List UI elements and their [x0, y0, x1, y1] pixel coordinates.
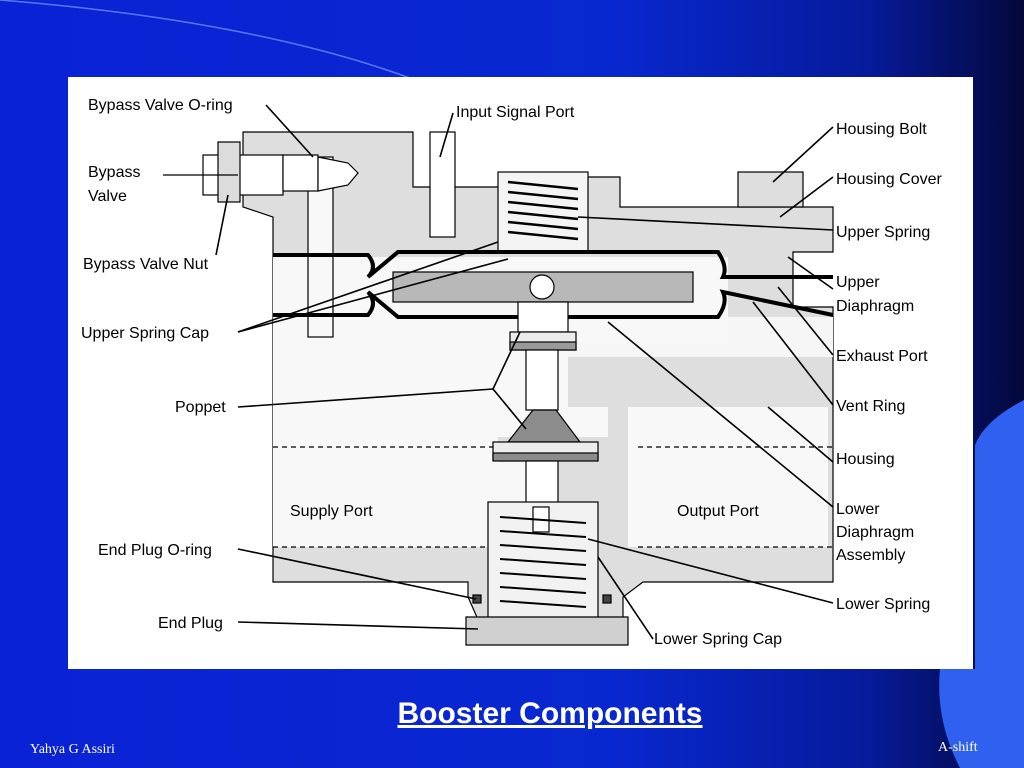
corner-swoosh: [939, 400, 1024, 768]
slide-title: Booster Components: [397, 697, 703, 730]
label-output-port: Output Port: [677, 503, 759, 520]
label-bypass-valve-line2: Valve: [88, 188, 127, 205]
lower-spring-assembly: [465, 501, 629, 646]
upper-diaphragm: [273, 250, 834, 319]
label-upper-diaphragm-line1: Upper: [836, 274, 880, 291]
label-lower-diaphragm-line3: Assembly: [836, 547, 905, 564]
label-upper-diaphragm-line2: Diaphragm: [836, 298, 914, 315]
booster-cross-section: Bypass Valve O-ring Input Signal Port Ho…: [81, 97, 943, 648]
label-housing-bolt: Housing Bolt: [836, 121, 927, 138]
diagram-panel: Bypass Valve O-ring Input Signal Port Ho…: [68, 77, 973, 669]
label-bypass-valve-nut: Bypass Valve Nut: [83, 256, 209, 273]
footer-shift: A-shift: [938, 740, 978, 755]
label-lower-spring-cap: Lower Spring Cap: [654, 631, 782, 648]
label-input-signal-port: Input Signal Port: [456, 104, 575, 121]
label-housing: Housing: [836, 451, 895, 468]
bypass-valve: [163, 141, 359, 203]
label-lower-spring: Lower Spring: [836, 596, 930, 613]
label-upper-spring-cap: Upper Spring Cap: [81, 325, 209, 342]
label-poppet: Poppet: [175, 399, 226, 416]
label-end-plug-oring: End Plug O-ring: [98, 542, 212, 559]
label-upper-spring: Upper Spring: [836, 224, 930, 241]
label-lower-diaphragm-line1: Lower: [836, 501, 880, 518]
label-vent-ring: Vent Ring: [836, 398, 905, 415]
label-bypass-valve-line1: Bypass: [88, 164, 140, 181]
footer-author: Yahya G Assiri: [30, 742, 115, 757]
label-lower-diaphragm-line2: Diaphragm: [836, 524, 914, 541]
label-supply-port: Supply Port: [290, 503, 373, 520]
leader-lines: [215, 104, 834, 640]
label-bypass-valve-oring: Bypass Valve O-ring: [88, 97, 233, 114]
arc-line: [0, 0, 411, 79]
label-exhaust-port: Exhaust Port: [836, 348, 928, 365]
label-end-plug: End Plug: [158, 615, 223, 632]
upper-spring: [497, 171, 589, 253]
label-housing-cover: Housing Cover: [836, 171, 943, 188]
poppet: [492, 301, 599, 507]
